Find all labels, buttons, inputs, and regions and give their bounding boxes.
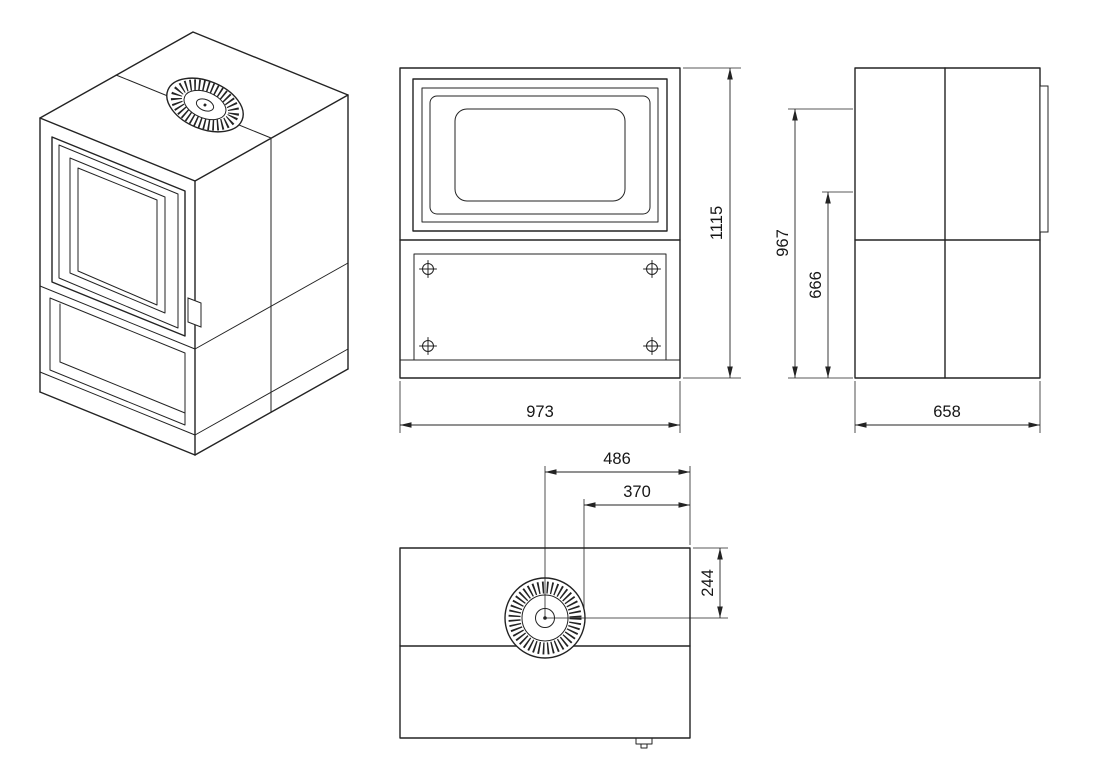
pedestal-seam-front (39, 285, 196, 350)
dim-overall-width: 973 (399, 381, 681, 433)
front-door-frame (412, 78, 668, 232)
flue-collar-iso-icon (166, 77, 244, 133)
dim-side-lower-height: 666 (807, 191, 853, 378)
front-view (399, 67, 681, 379)
door-edge-strip (1039, 85, 1049, 233)
stove-door (51, 136, 202, 337)
door-glass-outer (69, 157, 166, 314)
dim-side-upper-height: 967 (774, 108, 853, 379)
base-seam-front (39, 371, 196, 436)
dim-flue-center-from-rear: 244 (545, 547, 728, 619)
dim-overall-depth: 658 (854, 381, 1041, 433)
front-door-glass-inner (454, 108, 626, 202)
door-handle-top (635, 737, 653, 749)
dim-flue-edge-from-side: 370 (583, 483, 690, 610)
dim-label-flue-center-from-side: 486 (603, 450, 631, 468)
front-door (412, 78, 668, 232)
screw-icon (419, 260, 437, 278)
front-door-inner-frame (421, 87, 659, 223)
screw-icon (643, 260, 661, 278)
isometric-view (39, 31, 349, 456)
door-handle (187, 297, 202, 328)
dim-label-overall-depth: 658 (933, 403, 961, 421)
fixing-screws (419, 260, 661, 355)
side-view (854, 67, 1049, 379)
dim-label-overall-height: 1115 (708, 206, 726, 240)
screw-icon (419, 337, 437, 355)
door-glass-inner (77, 167, 158, 306)
door-frame (51, 136, 186, 337)
door-inner-frame (58, 144, 179, 329)
front-outline (399, 67, 681, 379)
side-outline (854, 67, 1041, 379)
front-door-glass-outer (429, 95, 651, 215)
dim-label-overall-width: 973 (526, 403, 554, 421)
dim-label-flue-center-from-rear: 244 (699, 569, 717, 597)
dim-label-side-upper-height: 967 (774, 229, 792, 257)
screw-icon (643, 337, 661, 355)
dim-flue-center-from-side: 486 (544, 450, 691, 618)
front-shelf-back-panel (413, 253, 667, 361)
dim-overall-height: 1115 (683, 67, 741, 379)
dim-label-flue-edge-from-side: 370 (623, 483, 651, 501)
wood-shelf-opening (49, 297, 186, 426)
dimensions: 1115 973 967 666 658 (399, 67, 1041, 619)
dim-label-side-lower-height: 666 (807, 271, 825, 299)
